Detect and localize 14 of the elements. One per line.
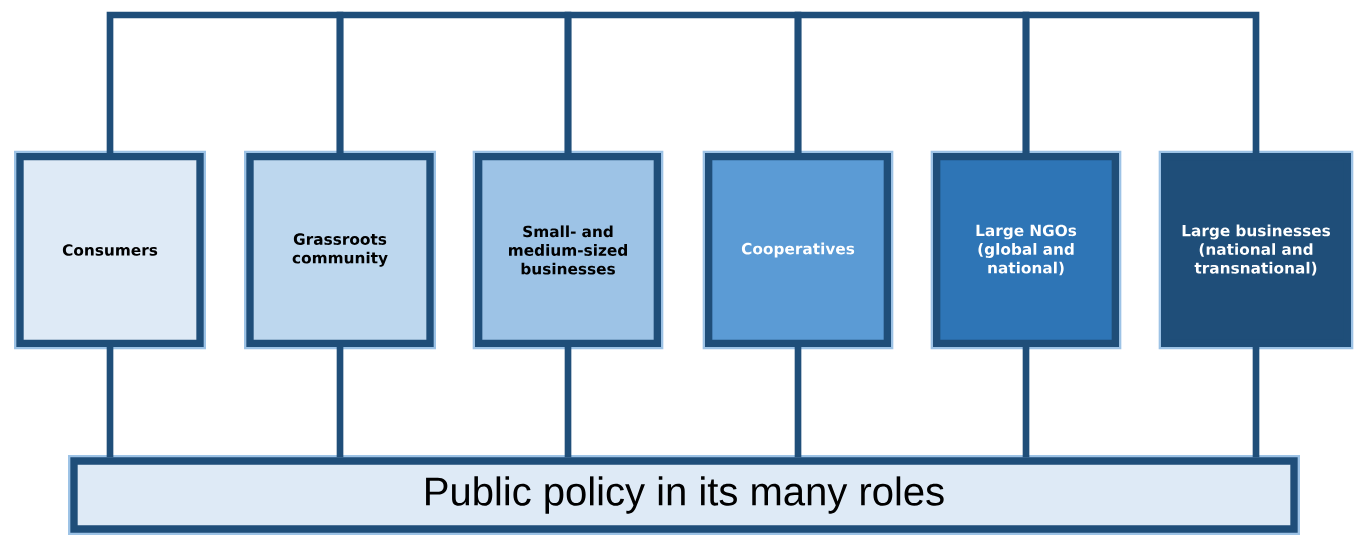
connector-line	[1022, 11, 1260, 153]
category-box: Small- and medium-sized businesses	[472, 150, 664, 350]
category-box: Large NGOs (global and national)	[930, 150, 1122, 350]
category-box: Cooperatives	[702, 150, 894, 350]
category-box: Consumers	[14, 150, 206, 350]
connector-line	[1252, 347, 1260, 458]
connector-line	[794, 347, 802, 458]
connector-line	[106, 347, 114, 458]
category-box: Grassroots community	[244, 150, 436, 350]
connector-line	[336, 347, 344, 458]
category-box: Large businesses (national and transnational)	[1158, 150, 1354, 350]
connector-line	[564, 347, 572, 458]
connector-line	[1022, 347, 1030, 458]
policy-bar: Public policy in its many roles	[68, 455, 1300, 535]
